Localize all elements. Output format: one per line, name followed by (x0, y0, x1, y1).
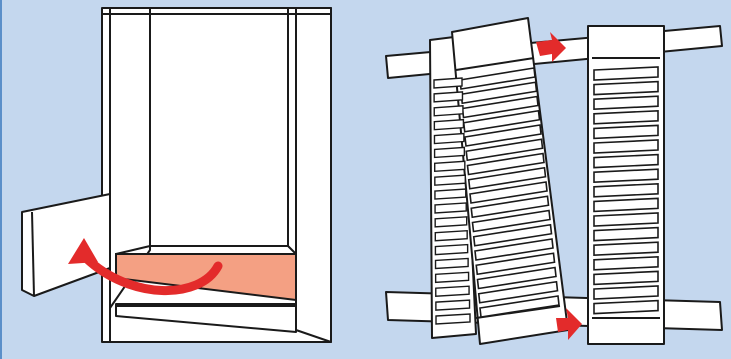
louver-slat (594, 140, 658, 153)
louver-slat (594, 301, 658, 314)
louver-slat (594, 271, 658, 284)
louver-slat (435, 175, 465, 185)
louver-slat (435, 231, 467, 241)
louver-slat (594, 242, 658, 255)
louver-slat (594, 96, 658, 109)
louver-slat (594, 67, 658, 80)
louver-slat (435, 147, 465, 157)
louver-slat (434, 78, 462, 88)
louver-slat (436, 272, 469, 282)
louver-slat (594, 184, 658, 197)
louver-slat (435, 203, 466, 213)
louver-slat (435, 189, 466, 199)
louver-slat (435, 245, 467, 255)
cabinet-right-wall (296, 8, 331, 342)
louver-slat (594, 286, 658, 299)
louver-slat (594, 213, 658, 226)
upright-shutter (588, 26, 664, 344)
louver-slat (594, 198, 658, 211)
louver-slat (434, 106, 463, 116)
louver-slat (594, 228, 658, 241)
upright-louvers (594, 67, 658, 314)
louver-slat (435, 217, 467, 227)
louver-slat (436, 258, 469, 268)
louver-slat (594, 82, 658, 95)
louver-slat (594, 257, 658, 270)
louver-slat (594, 155, 658, 168)
louver-slat (594, 111, 658, 124)
louver-slat (594, 169, 658, 182)
louver-slat (436, 286, 469, 296)
louver-slat (436, 300, 470, 310)
louver-slat (594, 125, 658, 138)
louver-slat (435, 161, 465, 171)
louver-slat (434, 134, 463, 144)
louver-slat (434, 120, 463, 130)
louver-slat (434, 92, 462, 102)
cabinet-illustration (102, 8, 331, 342)
louver-slat (436, 314, 470, 324)
